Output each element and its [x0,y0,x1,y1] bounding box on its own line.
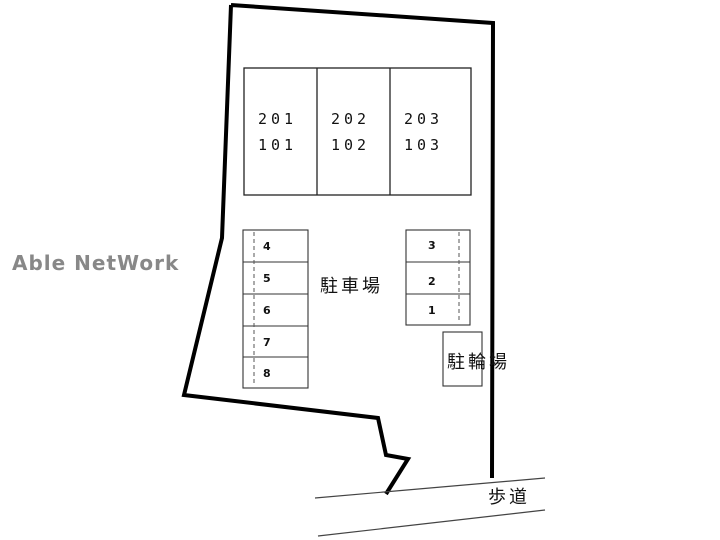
parking-space-6: 6 [263,304,271,317]
unit-102: 102 [331,136,370,154]
parking-space-1: 1 [428,304,436,317]
unit-103: 103 [404,136,443,154]
apartment-building: 201 202 203 101 102 103 [243,67,472,196]
watermark-logo: Able NetWork [12,251,179,275]
parking-block-right: 3 2 1 [405,229,471,326]
parking-block-left: 4 5 6 7 8 [242,229,309,389]
bicycle-parking-label: 駐輪場 [447,352,510,373]
property-boundary [181,3,496,496]
parking-space-7: 7 [263,336,271,349]
bicycle-parking-area [442,331,483,387]
parking-space-3: 3 [428,239,436,252]
unit-203: 203 [404,110,443,128]
parking-space-4: 4 [263,240,271,253]
sidewalk-label: 歩道 [488,487,530,508]
parking-space-8: 8 [263,367,271,380]
unit-101: 101 [258,136,297,154]
unit-202: 202 [331,110,370,128]
parking-space-2: 2 [428,275,436,288]
unit-201: 201 [258,110,297,128]
sidewalk-line-bottom [317,509,546,537]
parking-space-5: 5 [263,272,271,285]
parking-label: 駐車場 [320,276,383,297]
sidewalk-line-top [314,477,546,499]
